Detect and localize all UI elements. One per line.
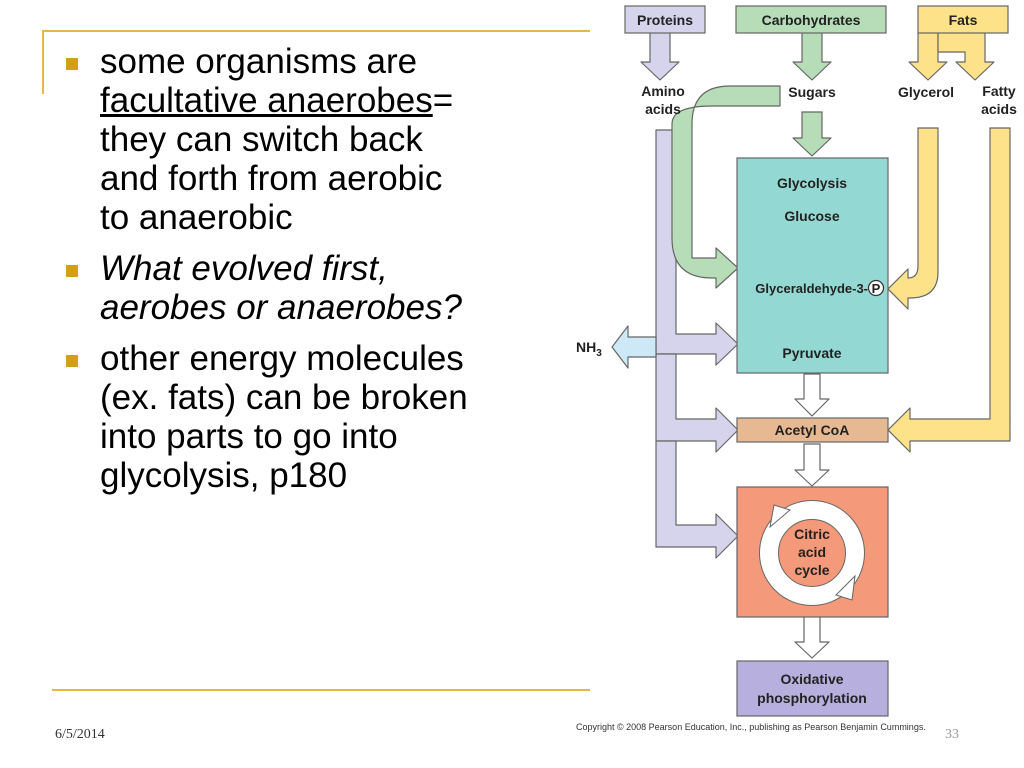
oxphos-label-2: phosphorylation xyxy=(757,690,867,706)
bullet-text: other energy molecules xyxy=(100,339,464,378)
slide-date: 6/5/2014 xyxy=(55,727,105,742)
fats-label: Fats xyxy=(949,12,978,28)
sugars-label: Sugars xyxy=(788,84,836,100)
bullet-text: What evolved first, xyxy=(100,249,388,288)
acetyl-coa-box xyxy=(736,417,889,443)
citric-cycle-label-1: Citric xyxy=(794,526,830,542)
citric-cycle-label-3: cycle xyxy=(794,562,829,578)
cycle-arrowhead-icon xyxy=(769,504,792,529)
carbohydrates-label: Carbohydrates xyxy=(762,12,861,28)
sugars-down-arrow xyxy=(792,111,832,157)
fats-box xyxy=(917,5,1009,34)
bullet-text: into parts to go into xyxy=(100,417,398,456)
phosphate-icon xyxy=(867,279,885,297)
cycle-arrowhead-icon xyxy=(835,574,856,601)
oxidative-phosphorylation-box xyxy=(736,660,889,717)
bullet-marker-icon xyxy=(66,265,78,277)
fatty-acids-to-acetyl-coa-arrow xyxy=(887,127,1011,453)
glucose-label: Glucose xyxy=(784,208,839,224)
slide-page-number: 33 xyxy=(945,727,959,742)
title-rule xyxy=(42,30,590,32)
bullet-text: aerobes or anaerobes? xyxy=(100,288,462,327)
footer-rule xyxy=(52,689,590,691)
glycerol-to-g3p-arrow xyxy=(887,127,939,310)
fatty-acids-label-2: acids xyxy=(981,101,1017,117)
glycolysis-title: Glycolysis xyxy=(777,175,847,191)
citric-cycle-to-oxphos-arrow xyxy=(794,615,830,659)
phosphate-label: P xyxy=(872,281,881,296)
acetyl-coa-label: Acetyl CoA xyxy=(775,422,850,438)
proteins-label: Proteins xyxy=(637,12,693,28)
bullet-text: (ex. fats) can be broken xyxy=(100,378,468,417)
nh3-label: NH3 xyxy=(576,339,602,359)
carbohydrates-to-sugars-arrow xyxy=(792,31,832,81)
bullet-text: to anaerobic xyxy=(100,198,293,237)
glycerol-label: Glycerol xyxy=(898,84,954,100)
bullet-marker-icon xyxy=(66,355,78,367)
proteins-to-amino-arrow xyxy=(640,31,680,81)
bullet-text: and forth from aerobic xyxy=(100,159,443,198)
sugars-to-glycolysis-arrow xyxy=(671,85,781,289)
cycle-ring-fill-icon xyxy=(760,501,864,605)
oxphos-label-1: Oxidative xyxy=(780,671,843,687)
bullet-marker-icon xyxy=(66,58,78,70)
term-facultative-anaerobes: facultative anaerobes xyxy=(100,81,433,120)
carbohydrates-box xyxy=(735,5,887,34)
amino-to-citric-cycle-arrow xyxy=(655,440,739,559)
copyright-notice: Copyright © 2008 Pearson Education, Inc.… xyxy=(576,722,926,732)
amino-acids-label-1: Amino xyxy=(641,83,685,99)
bullet-question: What evolved first, aerobes or anaerobes… xyxy=(60,249,580,327)
amino-to-acetyl-coa-arrow xyxy=(655,353,739,453)
bullet-other-molecules: other energy molecules (ex. fats) can be… xyxy=(60,339,580,495)
bullet-text: glycolysis, p180 xyxy=(100,456,348,495)
fatty-acids-label-1: Fatty xyxy=(982,83,1016,99)
acetyl-coa-to-citric-cycle-arrow xyxy=(794,443,830,487)
g3p-label: Glyceraldehyde-3- xyxy=(755,281,868,296)
fats-to-fatty-acids-arrow xyxy=(937,31,995,81)
citric-cycle-label-2: acid xyxy=(798,544,826,560)
amino-to-pyruvate-arrow xyxy=(655,129,739,366)
bullet-text: they can switch back xyxy=(100,120,423,159)
amino-acids-label-2: acids xyxy=(645,101,681,117)
left-accent-rule xyxy=(42,30,44,94)
bullet-text: some organisms are xyxy=(100,42,418,81)
bullet-facultative-anaerobes: some organisms are facultative anaerobes… xyxy=(60,42,580,237)
glycolysis-box xyxy=(736,157,889,374)
bullet-text: = xyxy=(432,81,454,120)
nh3-output-arrow xyxy=(611,325,657,369)
proteins-box xyxy=(624,5,706,34)
pyruvate-to-acetyl-coa-arrow xyxy=(794,373,830,417)
bullet-list: some organisms are facultative anaerobes… xyxy=(60,42,580,507)
pyruvate-label: Pyruvate xyxy=(782,345,841,361)
